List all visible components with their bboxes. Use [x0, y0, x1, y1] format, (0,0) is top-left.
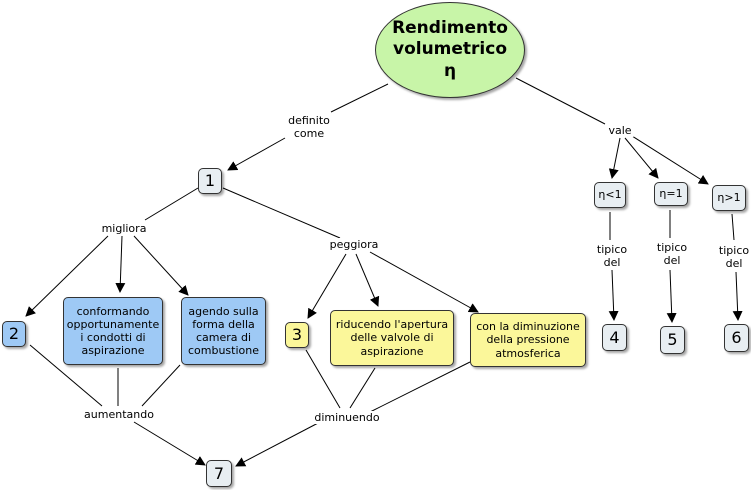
concept-riducendo[interactable]: riducendo l'apertura delle valvole di as…	[330, 310, 454, 366]
concept-7[interactable]: 7	[206, 460, 232, 487]
edge-1-migliora	[144, 187, 199, 221]
edge-diminuzione-diminuendo	[369, 361, 471, 413]
concept-3[interactable]: 3	[285, 322, 309, 348]
edge-migliora-2	[25, 235, 109, 317]
concept-6[interactable]: 6	[724, 324, 749, 352]
edge-3-diminuendo	[305, 349, 341, 409]
concept-eta-greater-than-1[interactable]: η>1	[712, 185, 746, 211]
edge-1-peggiora	[222, 187, 341, 239]
edge-migliora-conformando	[115, 235, 126, 293]
concept-4[interactable]: 4	[602, 324, 627, 351]
main-concept-symbol: η	[443, 60, 457, 81]
edge-vale-eta-lt	[608, 137, 621, 179]
link-migliora: migliora	[99, 222, 149, 236]
edge-diminuendo-7	[235, 421, 321, 467]
link-diminuendo: diminuendo	[312, 411, 382, 425]
edge-main-vale	[515, 77, 606, 125]
edge-main-definito	[330, 83, 389, 113]
edge-tipico-4	[608, 269, 619, 321]
concept-agendo[interactable]: agendo sulla forma della camera di combu…	[181, 297, 266, 365]
link-peggiora: peggiora	[327, 238, 381, 252]
concept-2[interactable]: 2	[2, 321, 26, 347]
edge-peggiora-diminuzione	[369, 251, 479, 313]
edge-definito-1	[227, 137, 286, 171]
edge-eta-gt-tipico	[731, 213, 735, 241]
edge-agendo-aumentando	[141, 364, 181, 407]
link-tipico-del-1: tipico del	[594, 243, 630, 270]
edge-tipico-5	[666, 269, 677, 323]
main-concept-rendimento-volumetrico[interactable]: Rendimento volumetrico η	[375, 2, 525, 98]
edge-riducendo-diminuendo	[349, 367, 376, 409]
edge-2-aumentando	[29, 344, 103, 407]
edge-aumentando-7	[133, 421, 206, 466]
link-vale: vale	[606, 124, 634, 138]
concept-conformando[interactable]: conformando opportunamente i condotti di…	[63, 297, 163, 365]
link-tipico-del-3: tipico del	[716, 244, 751, 271]
link-tipico-del-2: tipico del	[654, 241, 690, 268]
edge-vale-eta-gt	[631, 135, 709, 185]
edge-vale-eta-eq	[624, 137, 659, 179]
link-aumentando: aumentando	[82, 408, 156, 422]
link-definito-come: definito come	[286, 114, 332, 141]
concept-5[interactable]: 5	[660, 326, 685, 354]
main-concept-title: Rendimento volumetrico	[392, 18, 508, 60]
edge-migliora-agendo	[133, 235, 189, 296]
edge-peggiora-riducendo	[355, 253, 380, 307]
concept-1[interactable]: 1	[198, 168, 222, 194]
concept-eta-equal-1[interactable]: η=1	[654, 182, 688, 206]
concept-diminuzione[interactable]: con la diminuzione della pressione atmos…	[470, 313, 586, 367]
concept-eta-less-than-1[interactable]: η<1	[594, 182, 626, 208]
edge-peggiora-3	[307, 253, 347, 319]
edge-tipico-6	[732, 271, 743, 321]
